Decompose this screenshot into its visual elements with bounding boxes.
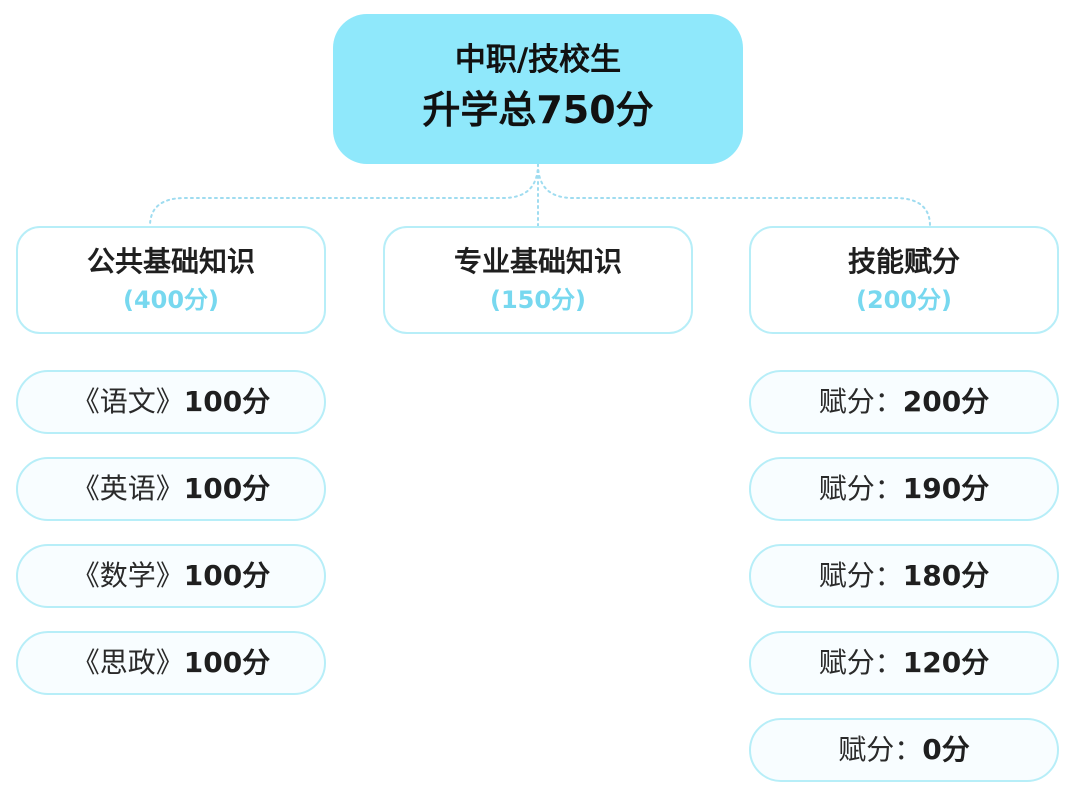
- category-score-public-basics: (400分): [122, 286, 220, 315]
- subject-politics: 《思政》 100分: [16, 631, 326, 695]
- root-node: 中职/技校生 升学总750分: [333, 14, 743, 164]
- subject-chinese: 《语文》 100分: [16, 370, 326, 434]
- skill-score-value: 190分: [902, 472, 990, 505]
- skill-score-value: 180分: [902, 559, 990, 592]
- subject-score: 100分: [183, 559, 271, 592]
- category-title-public-basics: 公共基础知识: [86, 244, 255, 278]
- category-score-skill-scoring: (200分): [855, 286, 953, 315]
- subject-score: 100分: [183, 472, 271, 505]
- category-title-professional-basics: 专业基础知识: [453, 244, 622, 278]
- skill-score-0: 赋分： 0分: [749, 718, 1059, 782]
- category-professional-basics: 专业基础知识 (150分): [383, 226, 693, 334]
- subject-label: 《语文》: [71, 385, 184, 418]
- skill-score-label: 赋分：: [818, 646, 903, 679]
- skill-score-label: 赋分：: [818, 385, 903, 418]
- subject-english: 《英语》 100分: [16, 457, 326, 521]
- skill-score-200: 赋分： 200分: [749, 370, 1059, 434]
- root-title: 中职/技校生: [454, 42, 622, 79]
- skill-score-label: 赋分：: [818, 559, 903, 592]
- category-public-basics: 公共基础知识 (400分): [16, 226, 326, 334]
- category-title-skill-scoring: 技能赋分: [847, 244, 960, 278]
- root-total-score: 升学总750分: [422, 88, 654, 133]
- skill-score-120: 赋分： 120分: [749, 631, 1059, 695]
- subject-math: 《数学》 100分: [16, 544, 326, 608]
- subject-score: 100分: [183, 385, 271, 418]
- connector-path: [149, 163, 931, 227]
- skill-score-190: 赋分： 190分: [749, 457, 1059, 521]
- skill-score-label: 赋分：: [838, 733, 923, 766]
- category-skill-scoring: 技能赋分 (200分): [749, 226, 1059, 334]
- subject-score: 100分: [183, 646, 271, 679]
- skill-score-value: 200分: [902, 385, 990, 418]
- skill-score-value: 120分: [902, 646, 990, 679]
- subject-label: 《数学》: [71, 559, 184, 592]
- skill-score-value: 0分: [922, 733, 970, 766]
- skill-score-label: 赋分：: [818, 472, 903, 505]
- category-score-professional-basics: (150分): [489, 286, 587, 315]
- skill-score-180: 赋分： 180分: [749, 544, 1059, 608]
- subject-label: 《思政》: [71, 646, 184, 679]
- subject-label: 《英语》: [71, 472, 184, 505]
